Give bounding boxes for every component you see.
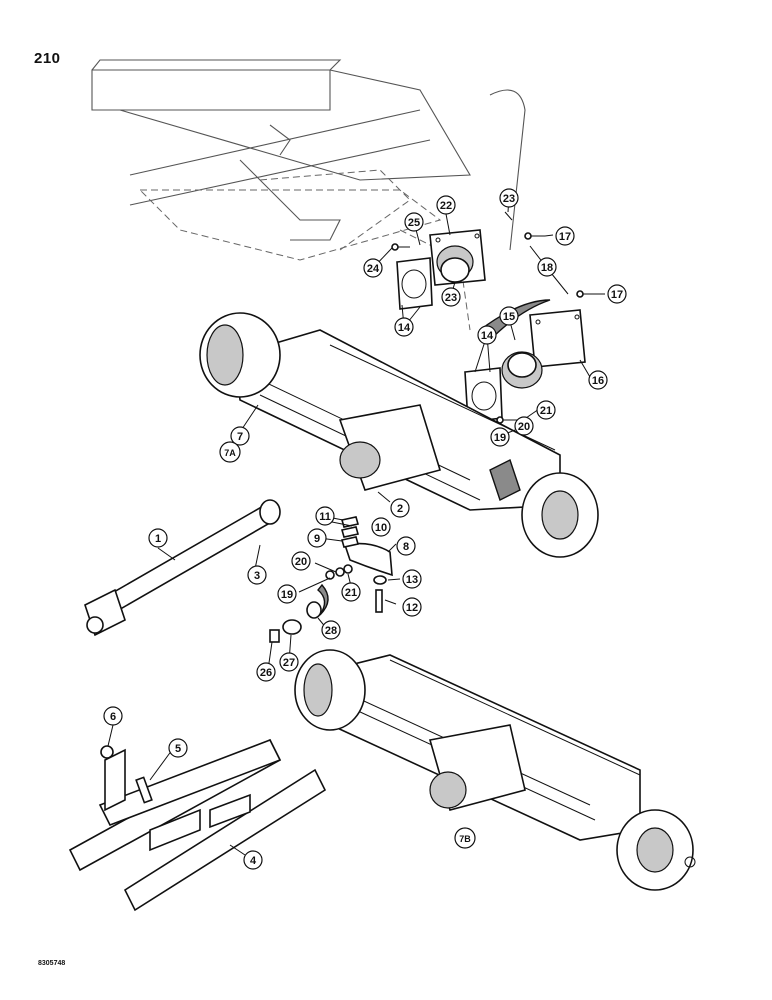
callout-label: 23 — [503, 193, 515, 205]
callout-label: 21 — [540, 405, 552, 417]
callout: 17 — [555, 226, 575, 246]
callout: 14 — [477, 325, 497, 345]
callout: 24 — [363, 258, 383, 278]
callout-label: 16 — [592, 375, 604, 387]
callout: 4 — [243, 850, 263, 870]
callout: 5 — [168, 738, 188, 758]
callout-label: 4 — [250, 855, 257, 867]
callout-label: 2 — [397, 503, 403, 515]
callout: 8 — [396, 536, 416, 556]
callout: 12 — [402, 597, 422, 617]
bolt-12 — [375, 589, 383, 613]
callout: 9 — [307, 528, 327, 548]
callout: 7A — [219, 441, 241, 463]
callout-label: 22 — [440, 200, 452, 212]
callout: 28 — [321, 620, 341, 640]
washer-13 — [373, 575, 387, 585]
callout: 23 — [499, 188, 519, 208]
rear-axle-assembly — [294, 649, 696, 891]
bolt-17-lower — [576, 290, 597, 298]
callout-label: 9 — [314, 533, 320, 545]
callout: 15 — [499, 306, 519, 326]
drive-shaft — [84, 499, 281, 637]
callout-label: 19 — [494, 432, 506, 444]
callout-label: 20 — [518, 421, 530, 433]
bolt-23-top — [504, 211, 513, 221]
callout: 11 — [315, 506, 335, 526]
pivot-cap-16 — [529, 309, 586, 368]
callout-label: 14 — [481, 330, 494, 342]
pivot-bushing-15 — [501, 351, 543, 389]
callout-label: 10 — [375, 522, 387, 534]
callout-label: 26 — [260, 667, 272, 679]
callout: 10 — [371, 517, 391, 537]
callout-label: 3 — [254, 570, 260, 582]
fitting-27 — [282, 619, 302, 635]
callout: 14 — [394, 317, 414, 337]
callout: 27 — [279, 652, 299, 672]
page-number: 210 — [34, 50, 61, 67]
shim-14-upper — [396, 257, 433, 310]
bolt-17-upper — [524, 232, 545, 240]
callout-label: 27 — [283, 657, 295, 669]
callout: 21 — [341, 582, 361, 602]
callout-label: 24 — [367, 263, 380, 275]
callout: 26 — [256, 662, 276, 682]
callout-label: 5 — [175, 743, 181, 755]
support-frame — [68, 738, 327, 912]
callout: 20 — [291, 551, 311, 571]
callout: 20 — [514, 416, 534, 436]
assembly-arrow-lower — [317, 583, 329, 616]
callout-label: 17 — [611, 289, 623, 301]
front-axle-assembly — [199, 312, 599, 558]
callout-label: 19 — [281, 589, 293, 601]
callout: 19 — [277, 584, 297, 604]
callout: 21 — [536, 400, 556, 420]
callout-label: 12 — [406, 602, 418, 614]
callout-label: 8 — [403, 541, 409, 553]
callout-label: 11 — [319, 511, 331, 523]
callout: 7 — [230, 426, 250, 446]
callout-label: 7 — [237, 431, 243, 443]
callout-label: 14 — [398, 322, 411, 334]
callout-label: 6 — [110, 711, 116, 723]
callout: 1 — [148, 528, 168, 548]
drawing-number: 8305748 — [38, 960, 66, 967]
callout-label: 18 — [541, 262, 553, 274]
callout: 22 — [436, 195, 456, 215]
loader-frame-outline — [91, 59, 526, 331]
callout-label: 7A — [224, 448, 236, 458]
callout: 18 — [537, 257, 557, 277]
callout-label: 13 — [406, 574, 418, 586]
callout: 2 — [390, 498, 410, 518]
callout-label: 17 — [559, 231, 571, 243]
callout-label: 28 — [325, 625, 337, 637]
bolt-24 — [391, 243, 410, 251]
callout: 16 — [588, 370, 608, 390]
callout: 7B — [454, 827, 476, 849]
callout: 19 — [490, 427, 510, 447]
seal-28 — [306, 601, 322, 619]
callout-label: 1 — [155, 533, 161, 545]
pivot-bushing-23-upper — [440, 257, 470, 283]
callout-label: 20 — [295, 556, 307, 568]
callout-label: 15 — [503, 311, 515, 323]
callout-label: 23 — [445, 292, 457, 304]
callout: 17 — [607, 284, 627, 304]
bolt-5 — [135, 776, 153, 804]
fitting-19-21 — [325, 564, 353, 580]
shim-stack — [340, 516, 360, 548]
fitting-26 — [269, 629, 280, 643]
cap-8 — [343, 542, 393, 577]
nut-6 — [100, 745, 114, 759]
callout-label: 21 — [345, 587, 357, 599]
callout: 25 — [404, 212, 424, 232]
callout: 23 — [441, 287, 461, 307]
callout-label: 25 — [408, 217, 420, 229]
callout-label: 7B — [459, 834, 471, 844]
callout: 3 — [247, 565, 267, 585]
callout: 13 — [402, 569, 422, 589]
callout: 6 — [103, 706, 123, 726]
